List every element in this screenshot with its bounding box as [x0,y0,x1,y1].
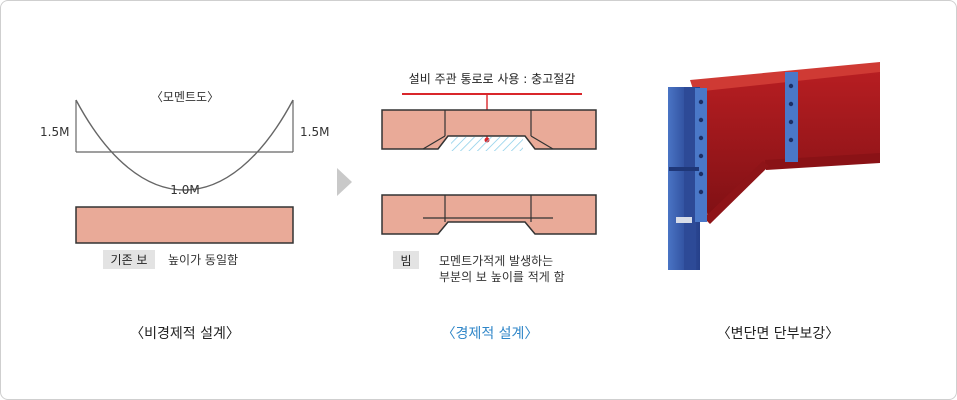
upper-beam-haunch-right [530,135,554,150]
existing-beam-tag-bg [103,250,155,269]
haunch-reinforcement-illustration [668,62,880,270]
caption-uneconomical-design: 〈비경제적 설계〉 [130,326,240,342]
steel-haunch-flange [704,161,769,224]
haunched-beam-upper-body [381,109,597,150]
bolt-group-splice [788,83,794,143]
existing-beam-note: 높이가 동일함 [168,253,238,267]
column-stiffener [669,167,699,171]
steel-splice-plate [785,72,798,162]
beam-tag: 빔 [400,254,411,268]
haunched-beam-lower-body [381,194,597,235]
steel-column-flange [684,87,696,270]
existing-beam [75,206,294,244]
next-arrow-icon [337,168,352,196]
haunched-beam-upper [381,109,597,151]
duct-passage-hatch [451,137,523,151]
steel-beam-bottom-flange [765,153,880,170]
moment-left-value: 1.5M [40,125,69,139]
upper-beam-haunch-left [422,135,446,150]
beam-note-line2: 부분의 보 높이를 적게 함 [439,270,565,284]
moment-curve [75,99,294,191]
beam-tag-bg [393,251,419,269]
bolt-group-end-plate [698,99,704,195]
caption-economical-design: 〈경제적 설계〉 [441,326,539,342]
moment-diagram: 〈모멘트도〉 1.5M 1.5M 1.0M [40,90,329,197]
existing-beam-tag: 기존 보 [111,253,148,267]
caption-haunch-reinforcement: 〈변단면 단부보강〉 [716,326,840,342]
beam-note-line1: 모멘트가적게 발생하는 [439,254,553,268]
duct-usage-label: 설비 주관 통로로 사용 : 충고절감 [409,72,576,86]
moment-right-value: 1.5M [300,125,329,139]
moment-diagram-title: 〈모멘트도〉 [151,90,219,104]
column-web-highlight [676,217,692,223]
moment-mid-value: 1.0M [170,183,199,197]
haunched-beam-lower [381,194,597,235]
